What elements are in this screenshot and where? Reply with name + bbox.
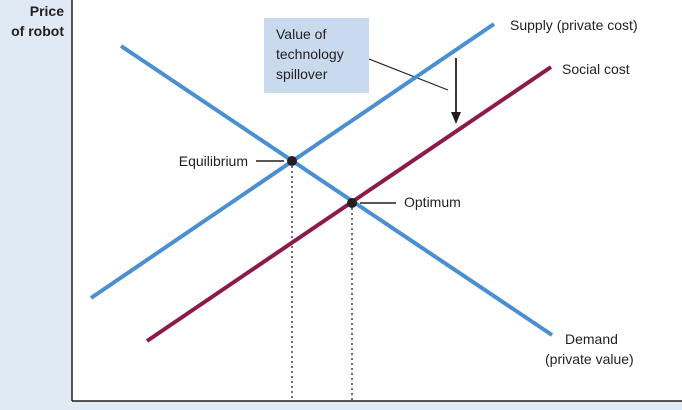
spillover-callout-leader: [368, 58, 449, 91]
spillover-callout-box: [264, 18, 369, 93]
demand-curve-label-line2: (private value): [545, 351, 634, 367]
plot-area: [72, 0, 682, 401]
spillover-callout-line3: spillover: [276, 66, 328, 82]
equilibrium-label: Equilibrium: [179, 153, 248, 169]
optimum-label: Optimum: [404, 194, 461, 210]
demand-curve-label-line1: Demand: [565, 331, 618, 347]
y-axis-label-line2: of robot: [11, 23, 64, 39]
y-axis-label-line1: Price: [30, 3, 64, 19]
supply-curve-label: Supply (private cost): [510, 17, 638, 33]
spillover-callout-line2: technology: [276, 46, 344, 62]
optimum-point: [347, 198, 357, 208]
social-cost-curve-label: Social cost: [562, 61, 630, 77]
demand-curve: [119, 44, 554, 337]
equilibrium-point: [287, 156, 297, 166]
spillover-arrow-head: [451, 112, 461, 124]
spillover-callout-line1: Value of: [276, 26, 326, 42]
